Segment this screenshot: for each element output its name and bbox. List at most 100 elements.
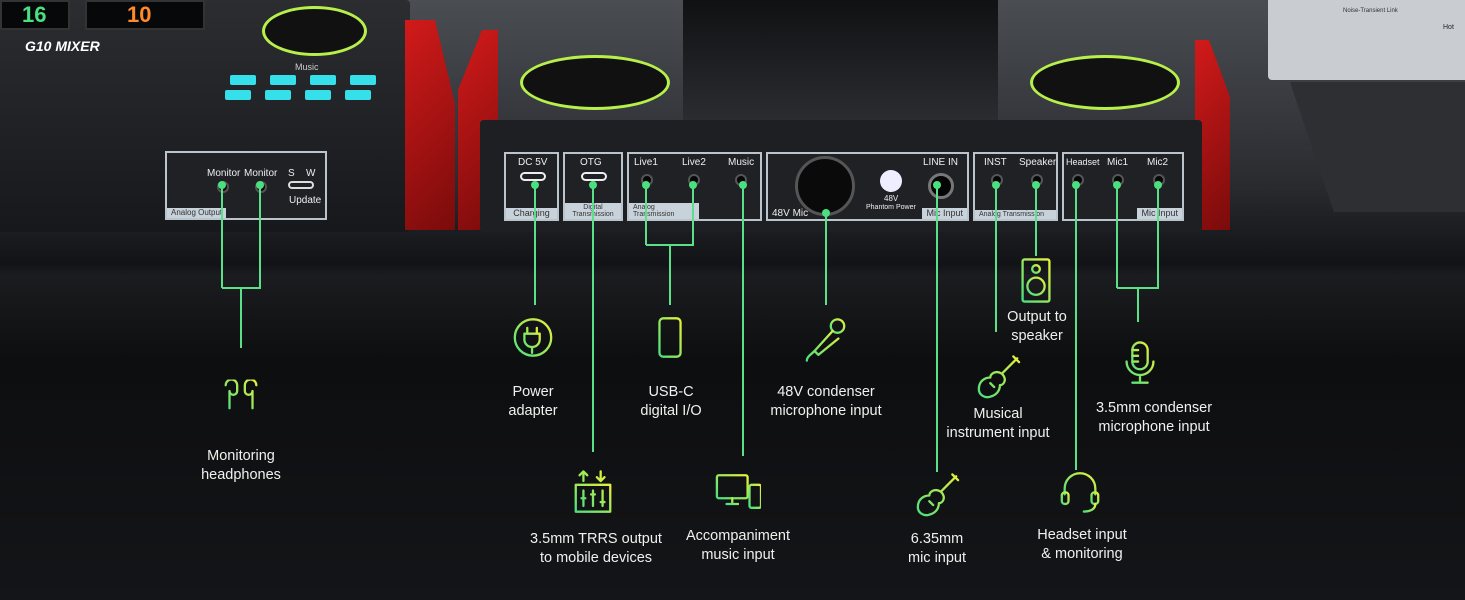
port-marker	[1032, 181, 1040, 189]
phone-stand	[683, 0, 998, 120]
connector-line	[1157, 185, 1159, 288]
mixer-knob[interactable]	[262, 6, 367, 56]
connector-line	[645, 185, 647, 245]
guitar-icon	[914, 473, 960, 524]
callout-mic635: 6.35mm mic input	[908, 530, 966, 568]
callout-line: 3.5mm condenser	[1095, 400, 1213, 416]
port-marker	[1113, 181, 1121, 189]
callout-power: Power adapter	[508, 383, 557, 421]
callout-line: mic input	[907, 550, 967, 566]
port-marker	[1154, 181, 1162, 189]
callout-line: headphones	[201, 467, 281, 483]
analog-transmission-tag: Analog Transmission	[629, 203, 699, 219]
callout-instrument: Musical instrument input	[946, 405, 1049, 443]
headset-mic-panel: Headset Mic1 Mic2 Mic Input	[1062, 152, 1184, 221]
callout-line: microphone input	[770, 403, 882, 419]
mobile-output-icon	[570, 470, 616, 521]
g10-mixer: 16 10 G10 MIXER Music	[0, 0, 410, 232]
charging-tag: Charging	[506, 208, 557, 219]
switch-s-label: S	[288, 168, 295, 179]
analog-output-panel: Monitor Monitor S W Update Analog Output	[165, 151, 327, 220]
port-marker	[1072, 181, 1080, 189]
smartphone-icon	[647, 315, 693, 366]
otg-label: OTG	[580, 157, 602, 168]
headset-icon	[1057, 468, 1103, 519]
phantom-sub-label: Phantom Power	[866, 204, 916, 211]
connector-line	[240, 288, 242, 348]
analog-output-tag: Analog Output	[167, 208, 227, 218]
phantom-power-button[interactable]	[880, 170, 902, 192]
port-marker	[933, 181, 941, 189]
connector-line	[692, 185, 694, 245]
connector-line	[669, 245, 671, 305]
port-marker	[531, 181, 539, 189]
connector-line	[534, 185, 536, 305]
port-marker	[992, 181, 1000, 189]
analog-transmission-tag-2: Analog Transmission	[975, 210, 1056, 219]
callout-line: Output to	[1007, 309, 1067, 325]
dc-usb-c-port[interactable]	[520, 172, 546, 181]
left-knob[interactable]	[520, 55, 670, 110]
port-marker	[642, 181, 650, 189]
music-label: Music	[728, 157, 755, 168]
callout-line: music input	[701, 547, 775, 563]
connector-line	[1035, 185, 1037, 256]
connector-line	[592, 185, 594, 452]
callout-line: instrument input	[946, 425, 1050, 441]
condenser-mic-icon	[1117, 341, 1163, 392]
xlr-label: 48V Mic	[772, 208, 809, 219]
monitor-label-1: Monitor	[207, 168, 241, 179]
xlr-port[interactable]	[795, 156, 855, 216]
line-in-label: LINE IN	[923, 157, 959, 168]
update-usb-port[interactable]	[288, 181, 314, 189]
callout-line: 6.35mm	[910, 531, 964, 547]
mic-input-tag-2: Mic Input	[1137, 208, 1182, 219]
callout-line: Power	[512, 384, 554, 400]
laptop: Noise-Transient Link Hot	[1268, 0, 1465, 80]
callout-line: microphone input	[1098, 419, 1210, 435]
callout-line: Monitoring	[207, 448, 275, 464]
speaker-icon	[1013, 258, 1059, 309]
callout-line: 48V condenser	[777, 384, 875, 400]
connector-line	[742, 185, 744, 456]
callout-line: & monitoring	[1041, 546, 1123, 562]
connector-line	[825, 213, 827, 305]
connector-line	[1137, 288, 1139, 322]
speaker-label: Speaker	[1019, 157, 1057, 168]
callout-line: Accompaniment	[686, 528, 790, 544]
connector-line	[1116, 185, 1118, 288]
port-marker	[256, 181, 264, 189]
laptop-screen-text: Noise-Transient Link	[1343, 8, 1398, 14]
port-marker	[822, 209, 830, 217]
mixer-brand: G10 MIXER	[25, 38, 100, 54]
callout-line: USB-C	[648, 384, 694, 400]
phantom-label: 48V	[884, 194, 899, 203]
right-knob[interactable]	[1030, 55, 1180, 110]
callout-line: Headset input	[1037, 527, 1127, 543]
port-marker	[739, 181, 747, 189]
callout-accompaniment: Accompaniment music input	[686, 527, 790, 565]
otg-usb-c-port[interactable]	[581, 172, 607, 181]
port-marker	[218, 181, 226, 189]
mic2-label: Mic2	[1147, 157, 1169, 168]
power-plug-icon	[510, 315, 556, 366]
callout-line: Musical	[973, 406, 1023, 422]
dc-label: DC 5V	[518, 157, 548, 168]
callout-line: adapter	[508, 403, 558, 419]
guitar-icon	[975, 355, 1021, 406]
laptop-hot-label: Hot	[1443, 24, 1454, 31]
connector-line	[995, 185, 997, 332]
earbuds-icon	[218, 378, 264, 431]
knob-label: Music	[295, 62, 319, 72]
callout-headset: Headset input & monitoring	[1037, 526, 1126, 564]
handheld-mic-icon	[803, 317, 849, 368]
inst-label: INST	[984, 157, 1007, 168]
callout-line: 3.5mm TRRS output	[530, 531, 662, 547]
line-in-jack[interactable]	[928, 173, 954, 199]
callout-headphones: Monitoring headphones	[201, 447, 281, 485]
mic-input-tag: Mic Input	[922, 208, 967, 219]
headset-label: Headset	[1066, 157, 1100, 167]
